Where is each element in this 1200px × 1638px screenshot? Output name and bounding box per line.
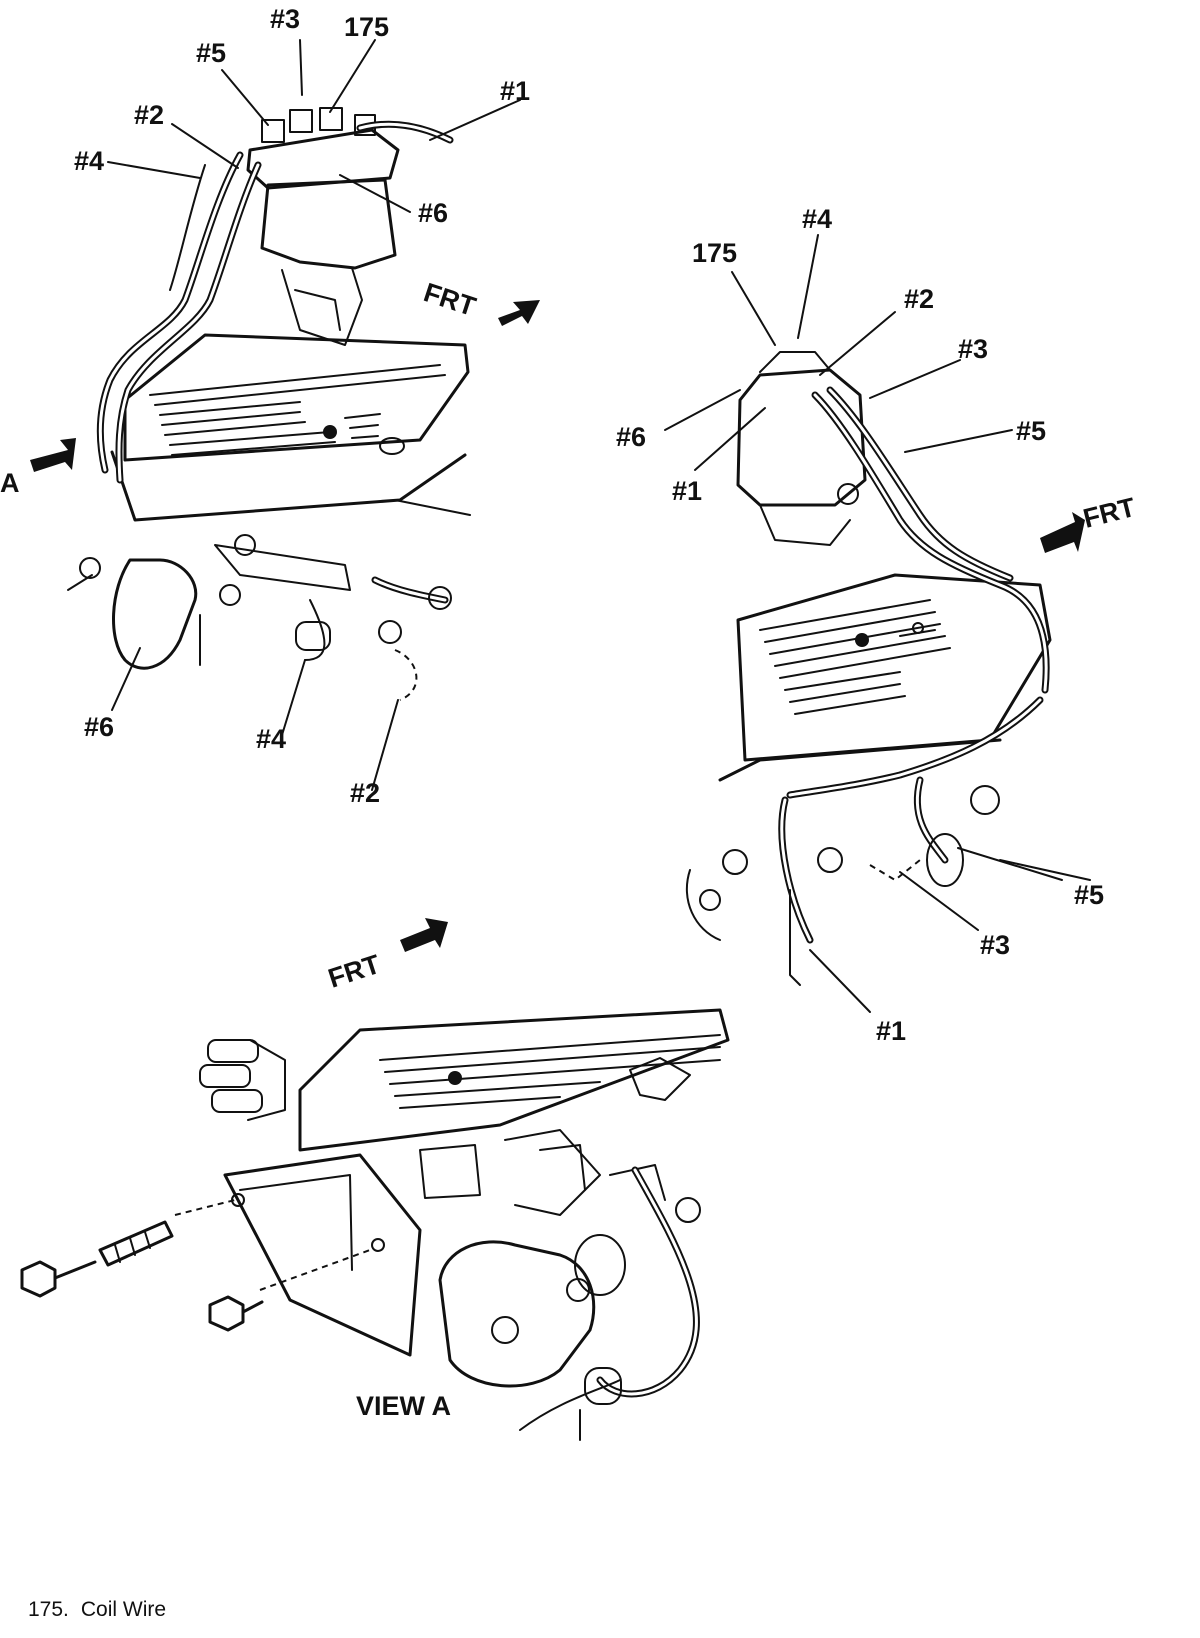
label-tr-4: #4: [802, 204, 832, 234]
label-bottom-frt: FRT: [325, 949, 385, 994]
view-a-detail: [20, 918, 730, 1441]
label-tl-5: #5: [196, 38, 226, 68]
label-view-a: VIEW A: [356, 1391, 451, 1421]
label-tr-3: #3: [958, 334, 988, 364]
legend: 175. Coil Wire: [28, 1598, 178, 1622]
label-tl-6: #6: [418, 198, 448, 228]
top-left-engine-view: [30, 39, 540, 791]
label-tr-b3: #3: [980, 930, 1010, 960]
legend-number: 175.: [28, 1598, 69, 1621]
label-tr-b1: #1: [876, 1016, 906, 1046]
label-tr-2: #2: [904, 284, 934, 314]
label-tl-frt: FRT: [420, 277, 480, 322]
label-tl-1: #1: [500, 76, 530, 106]
label-tl-3: #3: [270, 4, 300, 34]
legend-text: Coil Wire: [80, 1598, 167, 1621]
top-right-engine-view: [664, 234, 1091, 1013]
label-tl-4: #4: [74, 146, 104, 176]
label-tr-175: 175: [692, 238, 737, 268]
label-tr-frt: FRT: [1080, 492, 1139, 534]
label-tr-5: #5: [1016, 416, 1046, 446]
callout-labels: #3 175 #5 #1 #2 #4 #6 FRT A #6 #4 #2 #4 …: [0, 4, 1139, 1421]
label-tl-2: #2: [134, 100, 164, 130]
label-tl-a: A: [0, 468, 20, 498]
label-tl-b6: #6: [84, 712, 114, 742]
label-tl-b4: #4: [256, 724, 286, 754]
label-tr-b5: #5: [1074, 880, 1104, 910]
label-tr-6: #6: [616, 422, 646, 452]
label-tl-b2: #2: [350, 778, 380, 808]
label-tr-1: #1: [672, 476, 702, 506]
label-tl-175: 175: [344, 12, 389, 42]
